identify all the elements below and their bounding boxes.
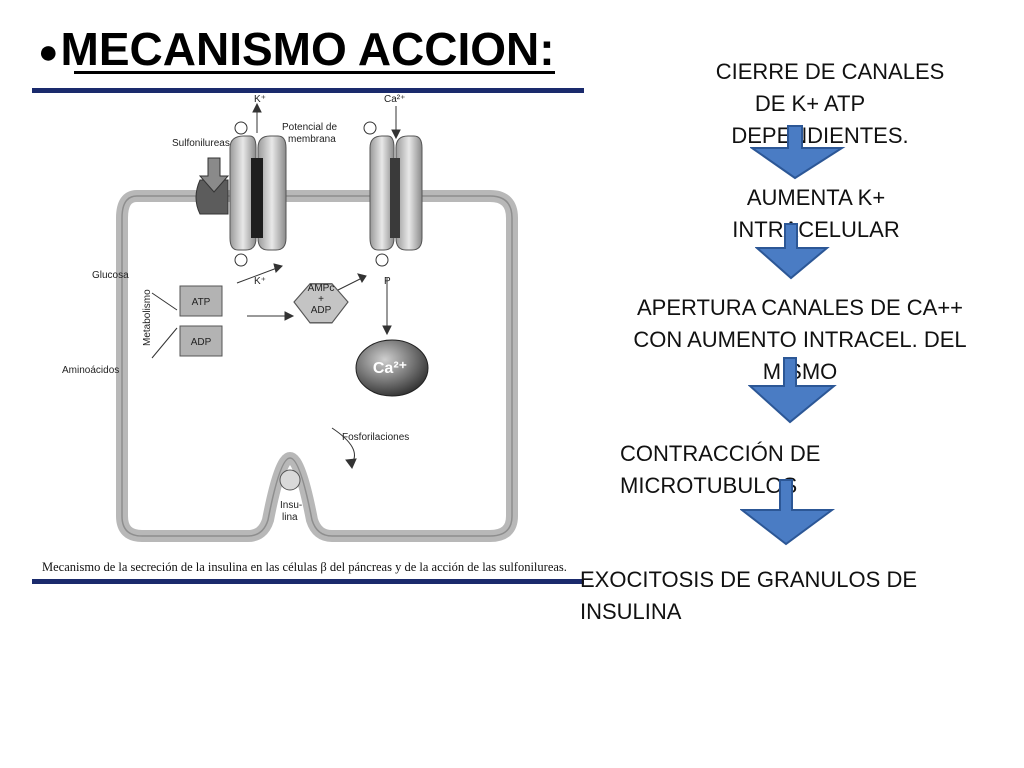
step-5: EXOCITOSIS DE GRANULOS DE INSULINA bbox=[580, 564, 1000, 628]
step-4-line-2: MICROTUBULOS bbox=[620, 472, 798, 498]
down-arrow-icon bbox=[740, 479, 836, 546]
aminoacidos-label: Aminoácidos bbox=[62, 365, 119, 376]
plus-label: + bbox=[318, 294, 324, 305]
k-top-label: K⁺ bbox=[254, 94, 266, 105]
calcium-bubble bbox=[355, 339, 429, 397]
figure-caption: Mecanismo de la secreción de la insulina… bbox=[42, 560, 567, 574]
step-3-line-3: MISMO bbox=[762, 358, 838, 384]
step-2-line-2: INTRACELULAR bbox=[732, 216, 900, 242]
figure-top-border bbox=[32, 88, 584, 93]
step-2-line-1: AUMENTA K+ bbox=[746, 185, 886, 210]
metabolismo-label: Metabolismo bbox=[142, 289, 153, 346]
k-bottom-label: K⁺ bbox=[254, 276, 266, 287]
step-4: CONTRACCIÓN DE MICROTUBULOS bbox=[620, 438, 920, 502]
insulin-granule bbox=[279, 469, 301, 491]
step-2: AUMENTA K+ INTRACELULAR bbox=[700, 182, 932, 246]
cell-membrane bbox=[116, 190, 518, 542]
down-arrow-icon bbox=[750, 125, 846, 180]
figure-bottom-border bbox=[32, 579, 584, 584]
step-1-line-2: DE K+ ATP bbox=[754, 90, 866, 116]
adp-box bbox=[179, 325, 223, 357]
down-arrow-icon bbox=[748, 357, 837, 424]
slide-title: ●MECANISMO ACCION: bbox=[38, 22, 555, 76]
step-5-line-1: EXOCITOSIS DE GRANULOS DE bbox=[580, 567, 918, 592]
katp-channel bbox=[229, 135, 287, 251]
ca-bubble-label: Ca²⁺ bbox=[373, 360, 407, 377]
step-3-line-2: CON AUMENTO INTRACEL. DEL bbox=[633, 326, 967, 352]
step-3-line-1: APERTURA CANALES DE CA++ bbox=[636, 295, 964, 320]
adp2-label: ADP bbox=[311, 305, 332, 316]
insulin-secretion-figure: ATP ADP AMPc + ADP Ca²⁺ K⁺ Ca²⁺ Sulfonil… bbox=[32, 88, 584, 584]
lina-label: lina bbox=[282, 512, 298, 523]
atp-label: ATP bbox=[192, 297, 211, 308]
step-1: CIERRE DE CANALES DE K+ ATP DEPENDIENTES… bbox=[690, 56, 970, 152]
atp-box bbox=[179, 285, 223, 317]
charge-markers bbox=[234, 121, 389, 267]
ampc-label: AMPc bbox=[308, 283, 335, 294]
sulfonilureas-label: Sulfonilureas bbox=[172, 138, 230, 149]
bullet-icon: ● bbox=[38, 33, 59, 72]
step-3: APERTURA CANALES DE CA++ CON AUMENTO INT… bbox=[600, 292, 1000, 388]
insu-label: Insu- bbox=[280, 500, 302, 511]
p-label: P bbox=[384, 276, 391, 287]
membrana-label: membrana bbox=[288, 134, 336, 145]
title-underline bbox=[74, 71, 555, 74]
step-4-line-1: CONTRACCIÓN DE bbox=[620, 441, 821, 466]
cell-diagram: ATP ADP AMPc + ADP Ca²⁺ K⁺ Ca²⁺ Sulfonil… bbox=[32, 88, 584, 584]
title-text: MECANISMO ACCION: bbox=[60, 23, 555, 75]
sulfonylurea-arrow-icon bbox=[198, 157, 230, 193]
sulfonylurea-receptor bbox=[195, 179, 229, 215]
calcium-channel bbox=[369, 135, 423, 251]
adp-label: ADP bbox=[191, 337, 212, 348]
down-arrow-icon bbox=[755, 223, 830, 280]
ampc-adp-hexagon bbox=[293, 283, 349, 324]
step-5-line-2: INSULINA bbox=[580, 598, 682, 624]
potencial-label: Potencial de bbox=[282, 122, 337, 133]
fosforilaciones-label: Fosforilaciones bbox=[342, 432, 409, 443]
step-1-line-1: CIERRE DE CANALES bbox=[715, 59, 945, 84]
glucosa-label: Glucosa bbox=[92, 270, 129, 281]
ca-top-label: Ca²⁺ bbox=[384, 94, 405, 105]
step-1-line-3: DEPENDIENTES. bbox=[731, 122, 909, 148]
